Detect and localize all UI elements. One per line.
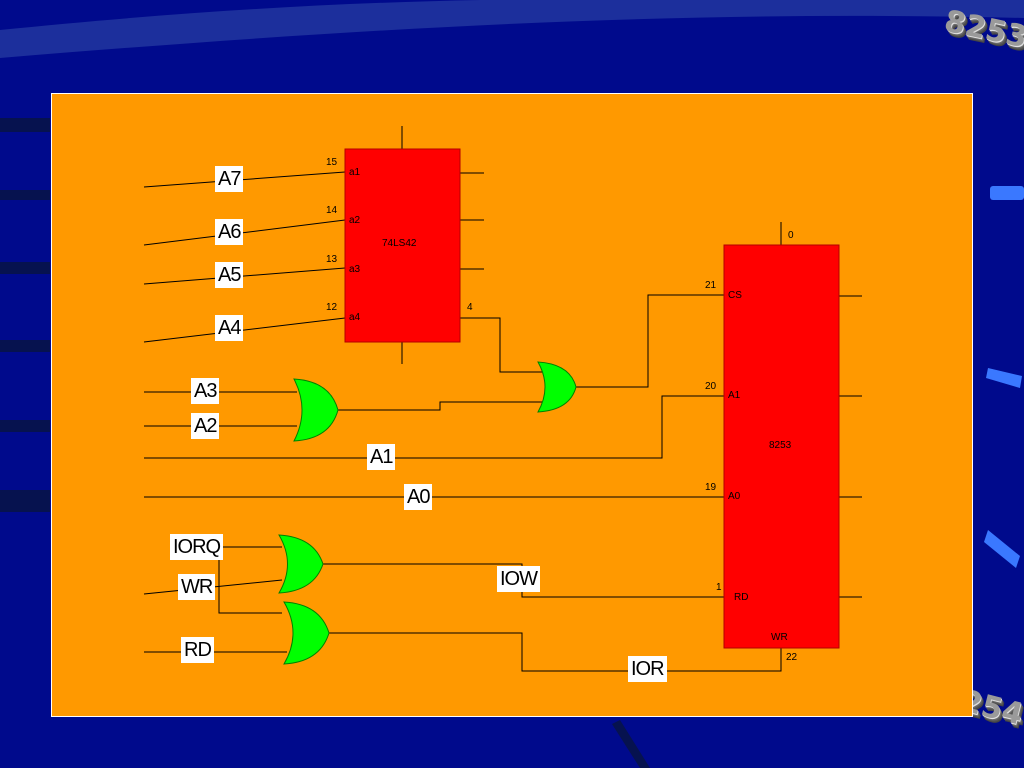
signal-label-a6: A6 <box>215 219 244 245</box>
timer-pin-name: A1 <box>728 390 741 401</box>
decoder-pin-num: 14 <box>326 205 338 216</box>
timer-top-pin: 0 <box>788 230 794 241</box>
signal-label-a0: A0 <box>404 484 433 510</box>
timer-pin-name: A0 <box>728 491 741 502</box>
signal-label-a3: A3 <box>191 378 220 404</box>
decoder-pin-name: a2 <box>349 215 361 226</box>
decoder-pin-name: a3 <box>349 264 361 275</box>
timer-pin-num: 20 <box>705 381 717 392</box>
signal-label-rd: RD <box>181 637 214 663</box>
timer-chip <box>723 244 840 649</box>
signal-label-wr: WR <box>178 574 216 600</box>
timer-pin-num: 19 <box>705 482 717 493</box>
timer-wr-name: WR <box>771 632 788 643</box>
decoder-pin-name: a1 <box>349 167 361 178</box>
signal-label-a5: A5 <box>215 262 244 288</box>
or-gate-a3-a2 <box>293 378 339 442</box>
signal-label-ior: IOR <box>628 656 667 682</box>
signal-label-iow: IOW <box>497 566 540 592</box>
signal-label-a1: A1 <box>367 444 396 470</box>
or-gate-ior <box>283 601 330 665</box>
timer-pin-name: CS <box>728 290 742 301</box>
timer-pin-num: 1 <box>716 582 722 593</box>
timer-wr-pin: 22 <box>786 652 798 663</box>
signal-label-a2: A2 <box>191 413 220 439</box>
signal-label-a4: A4 <box>215 315 244 341</box>
timer-pin-name: RD <box>734 592 749 603</box>
timer-pin-num: 21 <box>705 280 717 291</box>
decoder-pin-name: a4 <box>349 312 361 323</box>
decoder-output-pin: 4 <box>467 302 473 313</box>
decoder-pin-num: 15 <box>326 157 338 168</box>
or-gate-cs <box>537 361 577 413</box>
decoder-pin-num: 13 <box>326 254 338 265</box>
signal-label-a7: A7 <box>215 166 244 192</box>
schematic-wires <box>143 126 862 672</box>
or-gate-iow <box>278 534 324 594</box>
timer-chip-name: 8253 <box>769 440 792 451</box>
decoder-chip-name: 74LS42 <box>382 238 417 249</box>
circuit-board: 74LS42 15 a1 14 a2 13 a3 12 a4 4 8253 0 … <box>51 93 973 717</box>
decoder-chip <box>344 148 461 343</box>
signal-label-iorq: IORQ <box>170 534 224 560</box>
decoder-pin-num: 12 <box>326 302 338 313</box>
